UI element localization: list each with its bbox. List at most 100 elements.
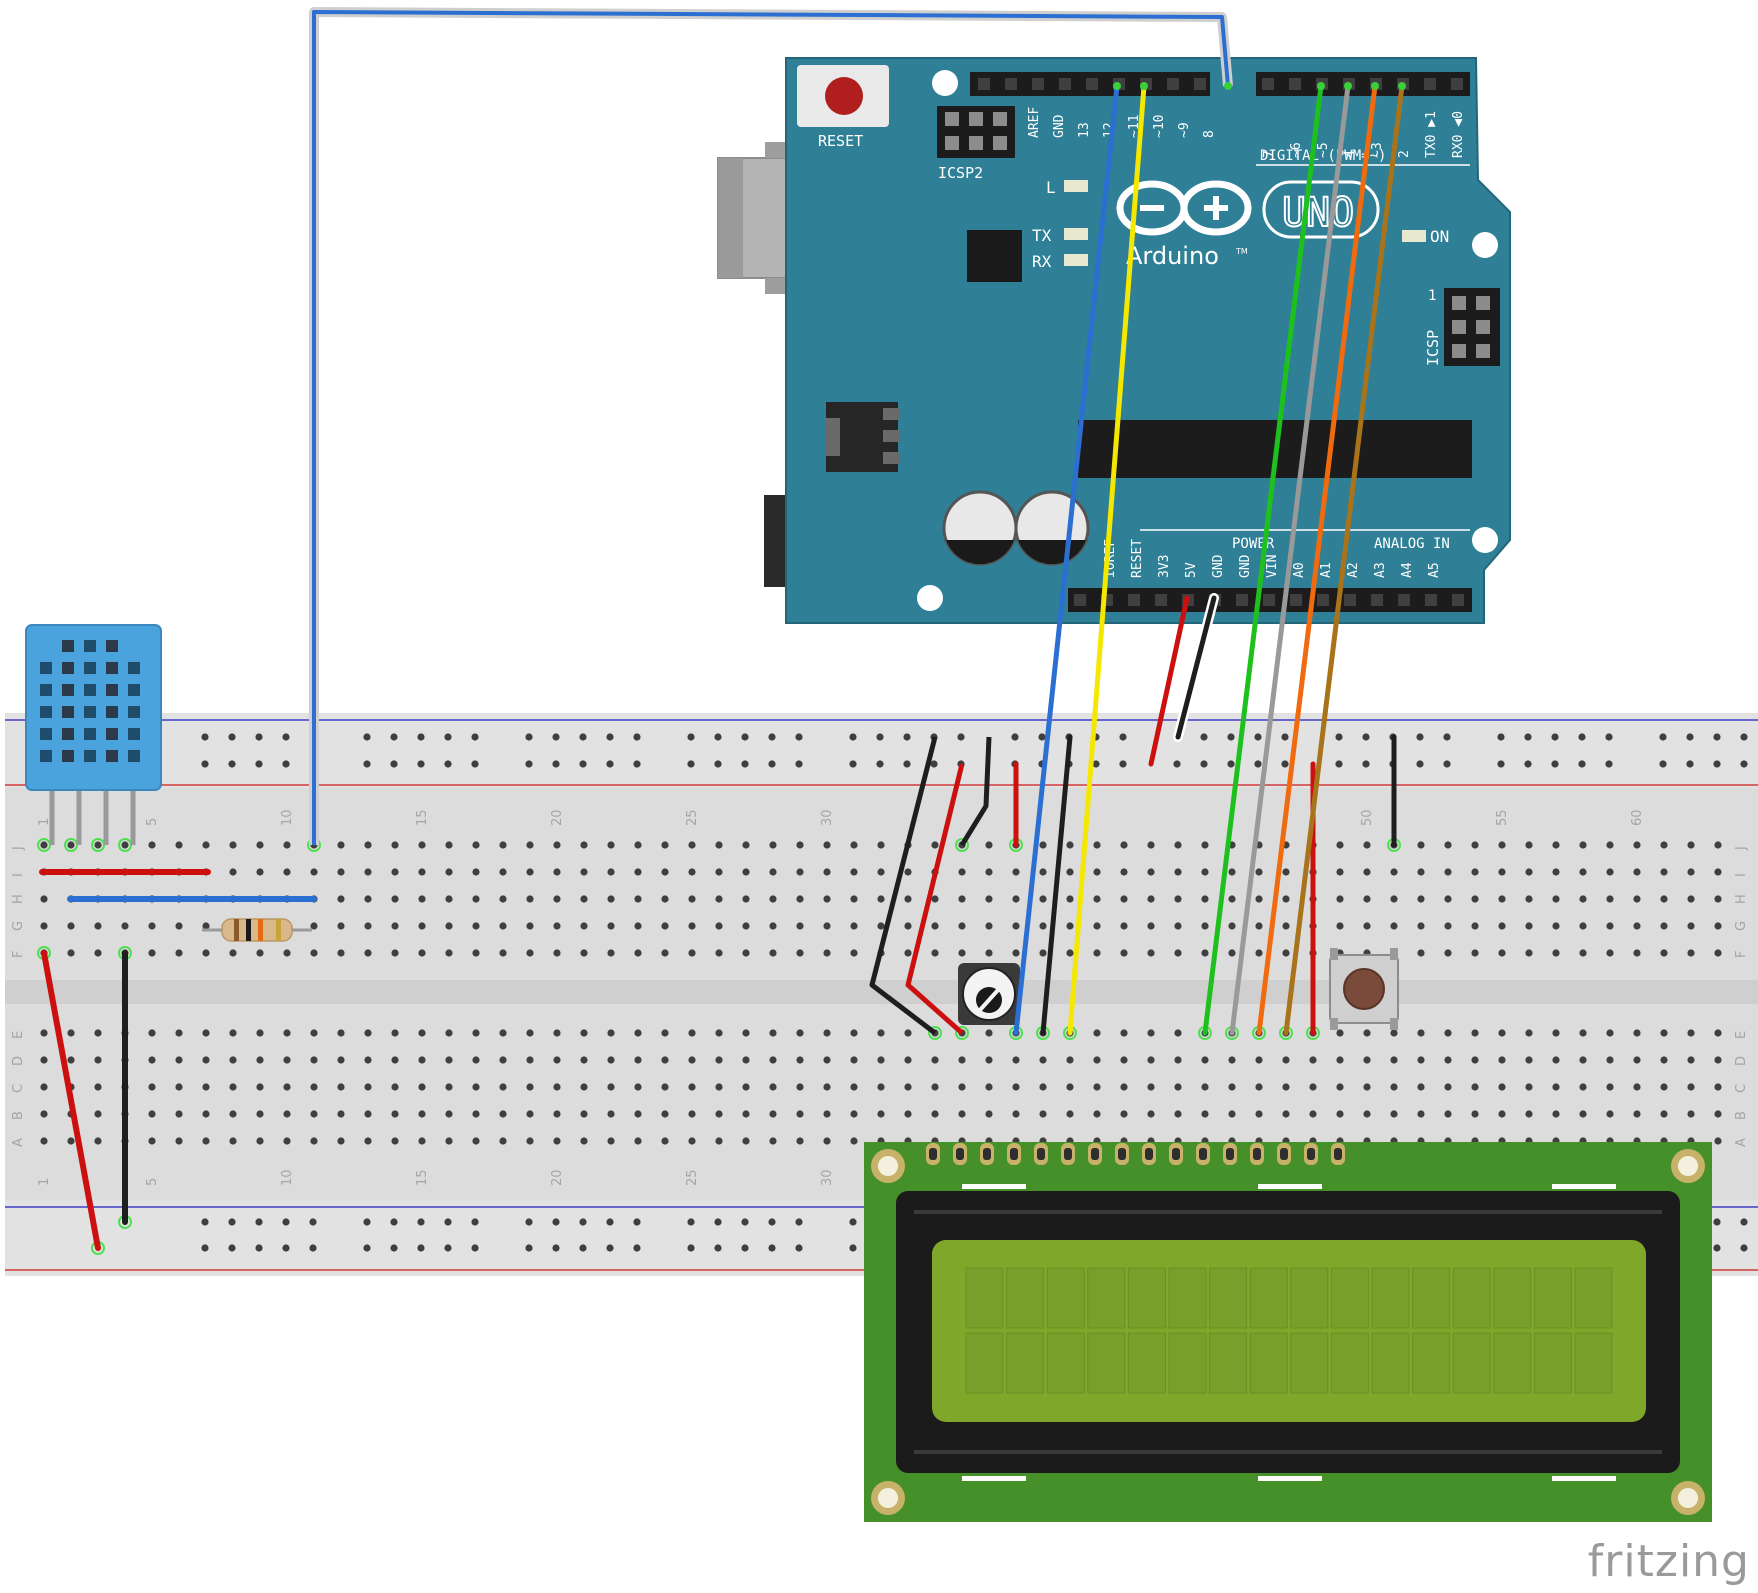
rail-hole (1740, 760, 1748, 768)
breadboard-hole (553, 868, 561, 876)
rail-hole (471, 733, 479, 741)
dht-vent (62, 750, 74, 762)
breadboard-hole (607, 841, 615, 849)
icsp-pin1-label: 1 (1428, 288, 1436, 304)
breadboard-hole (1417, 1056, 1425, 1064)
rail-hole (579, 733, 587, 741)
col-number-25: 25 (685, 809, 700, 826)
dht-vent (40, 640, 52, 652)
rail-hole (417, 1244, 425, 1252)
breadboard-hole (148, 841, 156, 849)
breadboard-hole (688, 1083, 696, 1091)
header-pin (1289, 78, 1301, 90)
breadboard-hole (175, 841, 183, 849)
breadboard-hole (364, 895, 372, 903)
rail-hole (768, 1218, 776, 1226)
breadboard-hole (310, 1083, 318, 1091)
rail-hole (1362, 760, 1370, 768)
breadboard-hole (904, 1083, 912, 1091)
breadboard-hole (1660, 1056, 1668, 1064)
rail-hole (795, 1218, 803, 1226)
breadboard-hole (1093, 841, 1101, 849)
breadboard-hole (229, 1056, 237, 1064)
rail-hole (1686, 760, 1694, 768)
rail-hole (228, 1218, 236, 1226)
breadboard-hole (1714, 841, 1722, 849)
breadboard-hole (715, 1056, 723, 1064)
breadboard-hole (1228, 1083, 1236, 1091)
dht-vent (62, 728, 74, 740)
row-letter-h-right: H (1734, 894, 1749, 904)
breadboard-hole (1606, 1083, 1614, 1091)
rail-hole (1659, 733, 1667, 741)
icsp-pin (1476, 320, 1490, 334)
rail-hole (795, 760, 803, 768)
breadboard-hole (1444, 1110, 1452, 1118)
lcd-cell (1533, 1267, 1572, 1329)
breadboard-hole (958, 895, 966, 903)
breadboard-hole (526, 841, 534, 849)
breadboard-hole (1228, 922, 1236, 930)
breadboard-hole (634, 895, 642, 903)
breadboard-hole (310, 1137, 318, 1145)
breadboard-hole (715, 1083, 723, 1091)
breadboard-hole (850, 922, 858, 930)
breadboard-hole (877, 1110, 885, 1118)
breadboard-hole (67, 1137, 75, 1145)
wire-red-lcd-2 (905, 763, 965, 1035)
rail-hole (714, 1218, 722, 1226)
rail-hole (417, 733, 425, 741)
breadboard-hole (1579, 1056, 1587, 1064)
breadboard-hole (1498, 1056, 1506, 1064)
pin-label: A2 (1346, 562, 1361, 578)
breadboard-hole (1201, 1056, 1209, 1064)
breadboard-hole (283, 841, 291, 849)
arduino-logo: UNO Arduino TM (1116, 180, 1380, 270)
wire-red-5v (1148, 595, 1190, 767)
breadboard-hole (958, 868, 966, 876)
rail-hole (1713, 1244, 1721, 1252)
rail-hole (579, 760, 587, 768)
rail-hole (633, 733, 641, 741)
wire-brown-d2 (1283, 83, 1405, 1036)
breadboard-hole (877, 1029, 885, 1037)
lcd-pin-hole (1172, 1148, 1180, 1160)
rail-hole (849, 760, 857, 768)
breadboard-hole (769, 922, 777, 930)
wire-orange-d3 (1256, 83, 1378, 1036)
breadboard-hole (1336, 922, 1344, 930)
breadboard-hole (688, 895, 696, 903)
breadboard-hole (1174, 841, 1182, 849)
lcd-cell (1371, 1267, 1410, 1329)
dht-vent (128, 640, 140, 652)
breadboard-hole (634, 841, 642, 849)
breadboard-hole (1147, 1056, 1155, 1064)
rail-hole (1200, 733, 1208, 741)
breadboard-hole (877, 1083, 885, 1091)
breadboard-hole (1552, 1083, 1560, 1091)
icsp-header-pins (1452, 296, 1490, 358)
breadboard-hole (1660, 1083, 1668, 1091)
row-letter-h: H (11, 894, 26, 904)
row-letter-e-right: E (1734, 1031, 1749, 1039)
rail-hole (255, 1244, 263, 1252)
breadboard-hole (877, 868, 885, 876)
rail-hole (795, 1244, 803, 1252)
breadboard-hole (1120, 1083, 1128, 1091)
breadboard-hole (985, 895, 993, 903)
breadboard-hole (1147, 1083, 1155, 1091)
breadboard-hole (1336, 841, 1344, 849)
rail-hole (363, 733, 371, 741)
breadboard-hole (688, 841, 696, 849)
breadboard-hole (175, 1083, 183, 1091)
rail-hole (1200, 760, 1208, 768)
led-tx-label: TX (1032, 226, 1052, 245)
led-on-label: ON (1430, 227, 1449, 246)
breadboard-hole (742, 1029, 750, 1037)
breadboard-hole (364, 949, 372, 957)
breadboard-hole (1660, 895, 1668, 903)
breadboard-hole (40, 1056, 48, 1064)
lcd-pin-hole (1145, 1148, 1153, 1160)
lcd-cell (1290, 1267, 1329, 1329)
breadboard-hole (418, 922, 426, 930)
